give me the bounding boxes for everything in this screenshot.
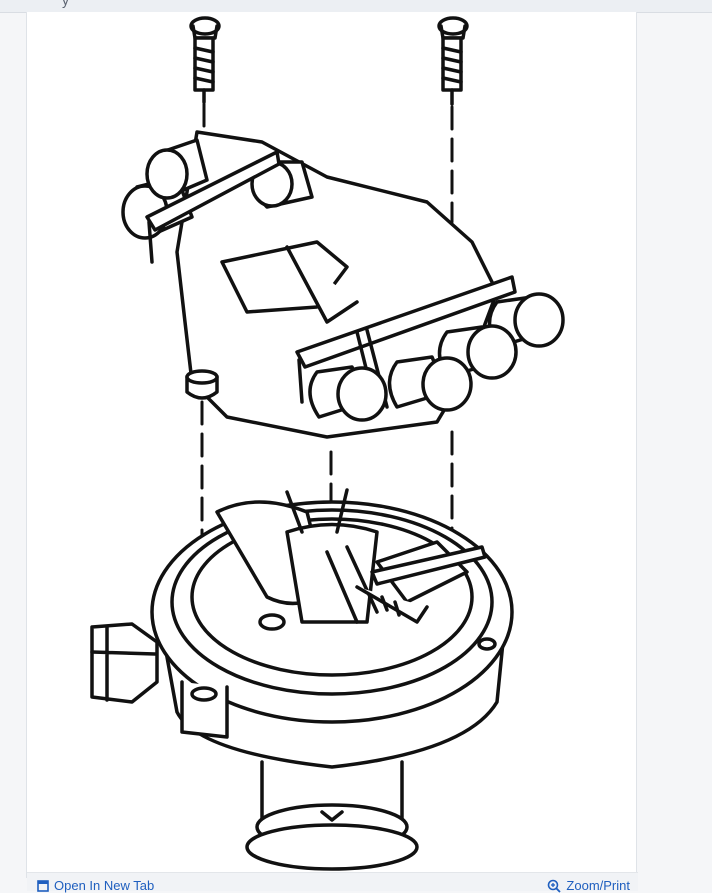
diagram-card: Open In New Tab Zoom/Print <box>26 12 638 893</box>
distributor-cap <box>121 130 565 439</box>
clipped-header-text: y <box>62 0 69 8</box>
open-in-new-tab-label: Open In New Tab <box>54 878 155 893</box>
right-screw <box>437 16 469 106</box>
distributor-housing <box>90 488 514 871</box>
zoom-icon <box>548 879 562 893</box>
left-screw <box>189 16 221 104</box>
open-in-new-tab-link[interactable]: Open In New Tab <box>37 878 154 893</box>
open-new-tab-icon <box>37 879 49 892</box>
image-footer: Open In New Tab Zoom/Print <box>27 872 638 893</box>
zoom-print-link[interactable]: Zoom/Print <box>547 878 630 893</box>
distributor-cap-diagram <box>90 16 565 871</box>
zoom-print-label: Zoom/Print <box>566 878 630 893</box>
